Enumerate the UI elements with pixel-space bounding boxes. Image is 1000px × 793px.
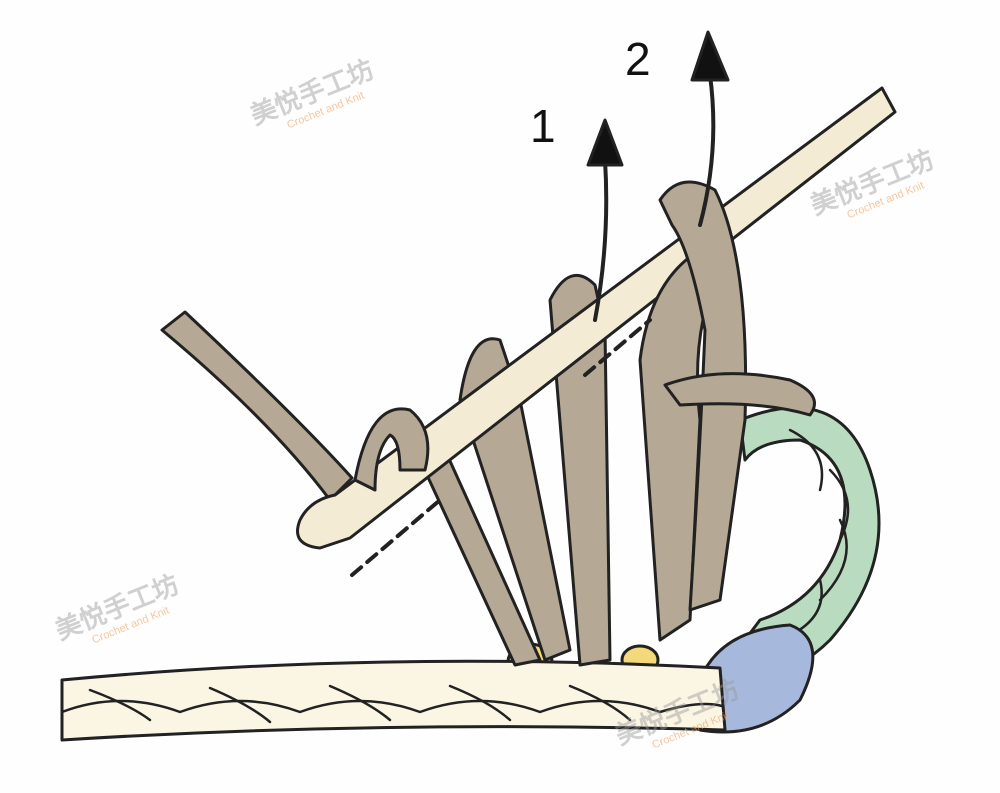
arrow-1-head [586, 118, 624, 167]
watermark: 美悦手工坊 Crochet and Knit [51, 569, 183, 646]
step-label-1: 1 [530, 100, 556, 152]
ring-chain-blue [698, 623, 815, 734]
arrow-2-head [690, 30, 730, 82]
arrow-1 [593, 158, 609, 322]
dashed-hook-guide [350, 318, 652, 577]
step-label-2: 2 [625, 33, 651, 85]
arrow-2 [698, 73, 716, 227]
yarn-strand [663, 372, 816, 417]
yarn-loop [548, 274, 612, 667]
base-chain [60, 659, 727, 742]
yarn-tail [160, 310, 354, 502]
watermark: 美悦手工坊 Crochet and Knit [246, 54, 378, 131]
yarn-loop-on-hook [353, 407, 430, 492]
